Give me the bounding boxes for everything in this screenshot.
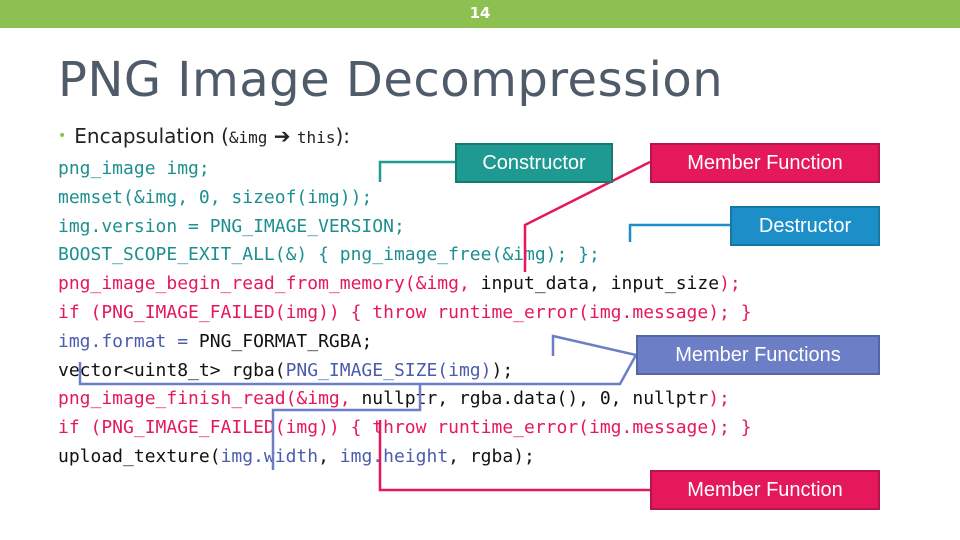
code-segment: if (PNG_IMAGE_FAILED(img)) { throw runti… bbox=[58, 417, 752, 439]
code-segment: nullptr, rgba.data(), 0, nullptr bbox=[361, 388, 709, 410]
code-line: img.format = PNG_FORMAT_RGBA; bbox=[58, 328, 752, 357]
code-segment: , rgba); bbox=[448, 445, 535, 467]
member-functions-connector-b bbox=[551, 334, 637, 357]
code-segment: input_data, input_size bbox=[480, 273, 720, 295]
code-segment: img.width bbox=[220, 445, 319, 467]
code-line: upload_texture(img.width, img.height, rg… bbox=[58, 443, 752, 472]
code-block: png_image img; memset(&img, 0, sizeof(img… bbox=[58, 155, 752, 472]
code-line: img.version = PNG_IMAGE_VERSION; bbox=[58, 213, 752, 242]
constructor-connector bbox=[378, 160, 455, 182]
callout-member-functions: Member Functions bbox=[636, 335, 880, 375]
member-function-bottom-connector bbox=[378, 420, 650, 492]
code-segment: png_image_finish_read(&img, bbox=[58, 388, 362, 410]
callout-member-function-top: Member Function bbox=[650, 143, 880, 183]
member-function-top-connector bbox=[523, 160, 651, 272]
page-number: 14 bbox=[469, 4, 491, 22]
callout-constructor: Constructor bbox=[455, 143, 613, 183]
code-line: BOOST_SCOPE_EXIT_ALL(&) { png_image_free… bbox=[58, 241, 752, 270]
code-line: png_image img; bbox=[58, 155, 752, 184]
code-segment: img.version = PNG_IMAGE_VERSION; bbox=[58, 215, 405, 237]
slide-title: PNG Image Decompression bbox=[58, 52, 724, 108]
code-line: png_image_begin_read_from_memory(&img, i… bbox=[58, 270, 752, 299]
member-functions-connector-a bbox=[78, 354, 638, 386]
code-line: vector<uint8_t> rgba(PNG_IMAGE_SIZE(img)… bbox=[58, 357, 752, 386]
bullet-encapsulation: • Encapsulation (&img ➔ this): bbox=[58, 124, 350, 148]
code-segment: BOOST_SCOPE_EXIT_ALL(&) { png_image_free… bbox=[58, 244, 600, 266]
code-line: memset(&img, 0, sizeof(img)); bbox=[58, 184, 752, 213]
bullet-text-before: Encapsulation ( bbox=[74, 124, 229, 148]
top-accent-bar bbox=[0, 0, 960, 28]
code-segment: ); bbox=[719, 273, 741, 295]
code-segment: vector<uint8_t> rgba( bbox=[58, 359, 286, 381]
bullet-code-this: this bbox=[296, 128, 336, 147]
code-segment: ); bbox=[491, 359, 514, 381]
bullet-dot-icon: • bbox=[58, 128, 67, 144]
code-segment: memset(&img, 0, sizeof(img)); bbox=[58, 186, 373, 208]
bullet-text-after: ): bbox=[335, 124, 350, 148]
callout-destructor: Destructor bbox=[730, 206, 880, 246]
code-segment: png_image_begin_read_from_memory(&img, bbox=[58, 273, 481, 295]
member-functions-connector-c bbox=[271, 384, 422, 470]
right-arrow-icon: ➔ bbox=[267, 124, 297, 148]
code-segment: PNG_FORMAT_RGBA; bbox=[198, 330, 373, 352]
bullet-code-img: &img bbox=[228, 128, 268, 147]
code-segment: img.height bbox=[339, 445, 449, 467]
code-line: png_image_finish_read(&img, nullptr, rgb… bbox=[58, 385, 752, 414]
code-segment: if (PNG_IMAGE_FAILED(img)) { throw runti… bbox=[58, 301, 752, 323]
callout-member-function-bottom: Member Function bbox=[650, 470, 880, 510]
code-segment: img.format = bbox=[58, 330, 199, 352]
destructor-connector bbox=[628, 223, 730, 242]
code-line: if (PNG_IMAGE_FAILED(img)) { throw runti… bbox=[58, 299, 752, 328]
code-line: if (PNG_IMAGE_FAILED(img)) { throw runti… bbox=[58, 414, 752, 443]
code-segment: png_image img; bbox=[58, 158, 210, 179]
code-segment: ); bbox=[708, 388, 730, 410]
code-segment: , bbox=[318, 445, 340, 467]
code-segment: upload_texture( bbox=[58, 445, 221, 467]
code-segment: PNG_IMAGE_SIZE(img) bbox=[285, 359, 492, 381]
